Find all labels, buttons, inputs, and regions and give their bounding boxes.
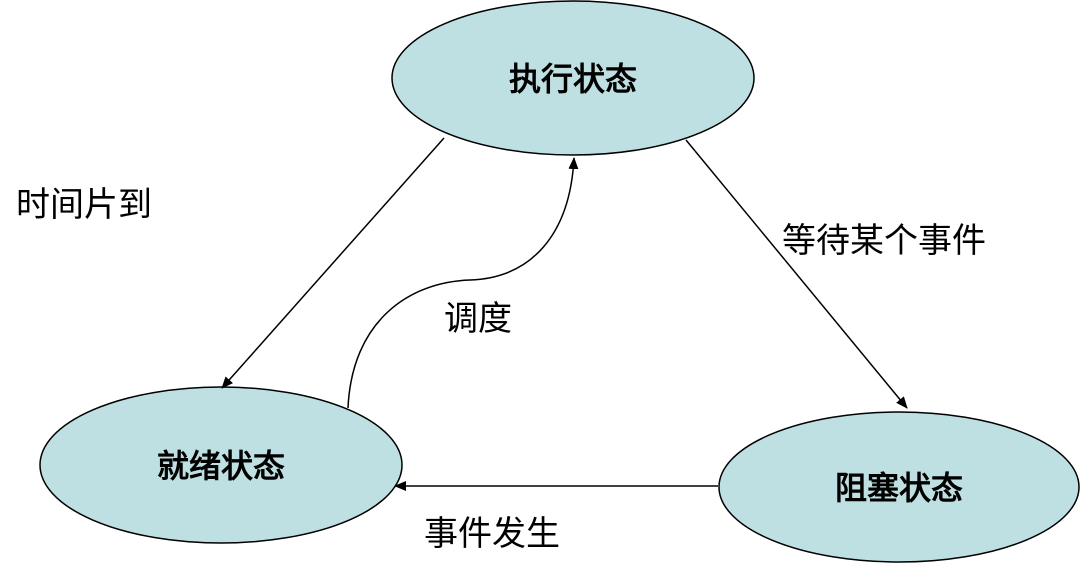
edge-wait-label: 等待某个事件 bbox=[782, 221, 986, 261]
state-ready-shape bbox=[39, 386, 403, 544]
edge-timeslice-arrow bbox=[221, 137, 445, 389]
state-ready: 就绪状态 bbox=[39, 386, 403, 544]
state-running: 执行状态 bbox=[391, 0, 755, 156]
state-ready-label: 就绪状态 bbox=[157, 447, 285, 485]
state-blocked-label: 阻塞状态 bbox=[835, 469, 963, 507]
state-blocked-shape bbox=[718, 411, 1080, 563]
edge-timeslice-label: 时间片到 bbox=[16, 185, 152, 225]
state-running-label: 执行状态 bbox=[509, 60, 637, 98]
state-running-shape bbox=[391, 0, 755, 156]
edge-dispatch-arrow bbox=[347, 157, 579, 409]
edge-event-occurs-label: 事件发生 bbox=[424, 514, 560, 554]
edge-dispatch-label: 调度 bbox=[444, 299, 512, 339]
edge-wait-arrow bbox=[685, 139, 908, 409]
state-blocked: 阻塞状态 bbox=[718, 411, 1080, 563]
